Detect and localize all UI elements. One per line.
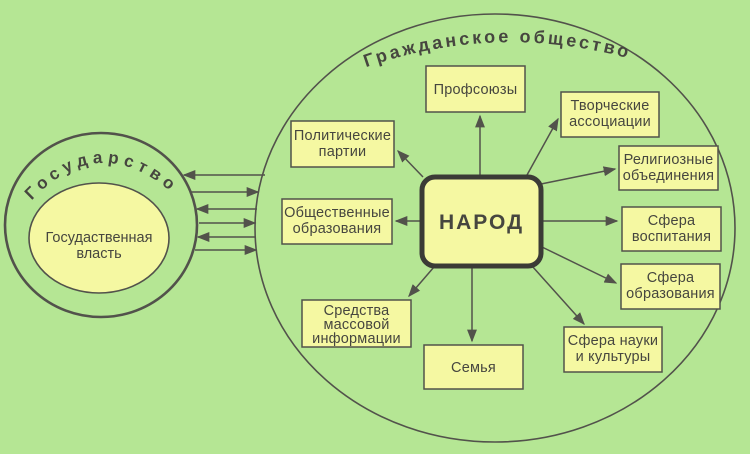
node-label: объединения	[623, 168, 715, 184]
node-label: партии	[319, 144, 367, 160]
node-box-public-formations	[281, 198, 393, 245]
node-box-mass-media	[301, 299, 412, 348]
state-power-label-line2: власть	[76, 246, 121, 262]
node-label: Профсоюзы	[434, 82, 518, 98]
node-box-trade-unions	[425, 65, 526, 113]
node-box-upbringing-sphere	[621, 206, 722, 252]
node-box-science-culture-sphere	[563, 326, 663, 373]
state-outer-circle	[3, 131, 199, 319]
node-label: ассоциации	[569, 114, 651, 130]
node-box-religious-associations	[618, 145, 719, 191]
arrow-narod-to-religious-associations	[540, 166, 617, 185]
node-political-parties: Политические партии	[290, 120, 395, 168]
node-box-education-sphere	[620, 263, 721, 310]
node-label: Сфера науки	[568, 333, 658, 349]
narod-label: НАРОД	[439, 211, 524, 234]
arrow-narod-to-science-culture-sphere	[531, 265, 585, 326]
node-label: Сфера	[647, 270, 695, 286]
node-mass-media: Средства массовой информации	[301, 299, 412, 348]
civil-society-ellipse	[254, 13, 736, 443]
node-label: образования	[293, 221, 382, 237]
node-label: информации	[312, 331, 401, 347]
node-label: Семья	[451, 360, 496, 376]
node-science-culture-sphere: Сфера науки и культуры	[563, 326, 663, 373]
node-public-formations: Общественные образования	[281, 198, 393, 245]
node-trade-unions: Профсоюзы	[425, 65, 526, 113]
node-label: и культуры	[576, 349, 651, 365]
node-label: Средства	[324, 303, 391, 319]
node-label: Религиозные	[624, 152, 714, 168]
arrow-narod-to-mass-media	[408, 266, 435, 298]
arrow-narod-to-creative-associations	[526, 117, 559, 176]
node-label: массовой	[323, 317, 389, 333]
arrow-narod-to-education-sphere	[541, 246, 618, 284]
node-family: Семья	[423, 344, 524, 390]
node-upbringing-sphere: Сфера воспитания	[621, 206, 722, 252]
node-label: Сфера	[648, 213, 696, 229]
node-box-political-parties	[290, 120, 395, 168]
arrow-narod-to-political-parties	[397, 149, 424, 178]
state-power-label-line1: Госудаственная	[46, 230, 153, 246]
node-label: воспитания	[632, 229, 711, 245]
node-label: Общественные	[284, 205, 390, 221]
node-label: Политические	[294, 128, 391, 144]
narod-node: НАРОД	[419, 174, 544, 269]
node-label: образования	[626, 286, 715, 302]
narod-box	[419, 174, 544, 269]
node-creative-associations: Творческие ассоциации	[560, 91, 660, 138]
state-power-oval	[28, 182, 170, 294]
node-education-sphere: Сфера образования	[620, 263, 721, 310]
node-label: Творческие	[571, 98, 650, 114]
node-religious-associations: Религиозные объединения	[618, 145, 719, 191]
node-box-creative-associations	[560, 91, 660, 138]
node-box-family	[423, 344, 524, 390]
